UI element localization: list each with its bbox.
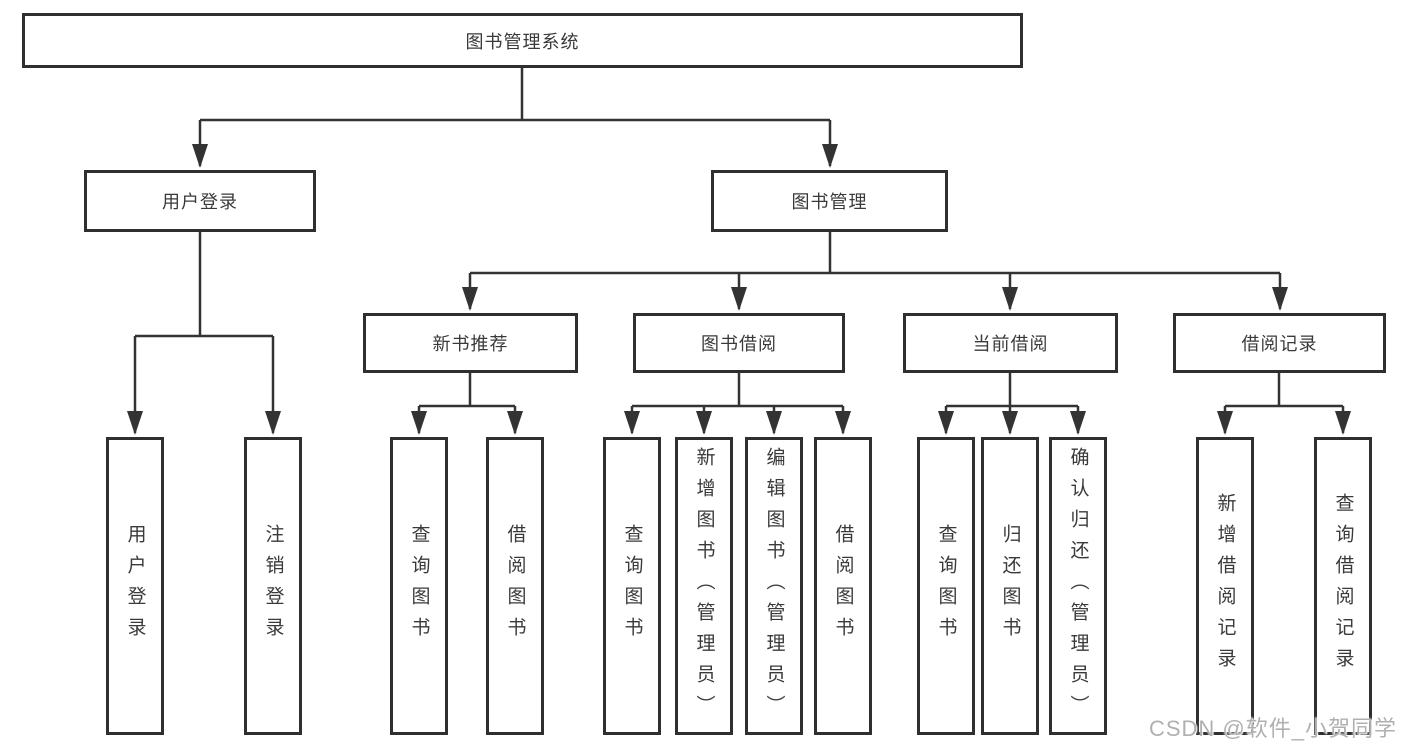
connector-borrow-records-to-leaves [1217, 373, 1351, 435]
node-book-management: 图书管理 [711, 170, 948, 232]
connector-user-login-to-leaves [127, 232, 281, 435]
node-label: 图书管理系统 [465, 31, 580, 52]
leaf-label: 借阅图书 [504, 524, 526, 648]
node-new-book-recommend: 新书推荐 [363, 313, 578, 373]
connector-root-to-level2 [192, 68, 838, 168]
node-current-borrow: 当前借阅 [903, 313, 1118, 373]
leaf-label: 查询图书 [935, 524, 957, 648]
leaf-label: 查询借阅记录 [1332, 493, 1354, 679]
node-label: 图书借阅 [701, 334, 777, 354]
leaf-edit-book-admin: 编辑图书（管理员） [745, 437, 803, 735]
connector-current-borrow-to-leaves [938, 373, 1086, 435]
leaf-label: 新增借阅记录 [1214, 493, 1236, 679]
leaf-query-borrow-record: 查询借阅记录 [1314, 437, 1372, 735]
leaf-borrow-books: 借阅图书 [814, 437, 872, 735]
leaf-user-login: 用户登录 [106, 437, 164, 735]
leaf-logout-login: 注销登录 [244, 437, 302, 735]
leaf-label: 编辑图书（管理员） [763, 446, 785, 726]
node-user-login: 用户登录 [84, 170, 316, 232]
node-label: 新书推荐 [432, 334, 509, 354]
leaf-borrow-books-recommend: 借阅图书 [486, 437, 544, 735]
leaf-query-books-recommend: 查询图书 [390, 437, 448, 735]
leaf-label: 用户登录 [124, 524, 146, 648]
node-label: 借阅记录 [1241, 334, 1318, 354]
connector-book-borrow-to-leaves [624, 373, 851, 435]
connector-book-management-to-level3 [462, 232, 1288, 311]
leaf-label: 注销登录 [262, 524, 284, 648]
leaf-label: 新增图书（管理员） [693, 446, 715, 726]
leaf-return-book: 归还图书 [981, 437, 1039, 735]
leaf-label: 查询图书 [408, 524, 430, 648]
node-label: 用户登录 [162, 192, 238, 212]
node-library-management-system: 图书管理系统 [22, 13, 1023, 68]
leaf-query-books-current: 查询图书 [917, 437, 975, 735]
leaf-add-borrow-record: 新增借阅记录 [1196, 437, 1254, 735]
leaf-add-book-admin: 新增图书（管理员） [675, 437, 733, 735]
node-label: 图书管理 [791, 192, 868, 212]
node-book-borrow: 图书借阅 [633, 313, 845, 373]
leaf-label: 借阅图书 [832, 524, 854, 648]
leaf-query-books-borrow: 查询图书 [603, 437, 661, 735]
node-borrow-records: 借阅记录 [1173, 313, 1386, 373]
leaf-label: 确认归还（管理员） [1067, 446, 1089, 726]
leaf-confirm-return-admin: 确认归还（管理员） [1049, 437, 1107, 735]
connector-new-book-to-leaves [411, 373, 523, 435]
leaf-label: 查询图书 [621, 524, 643, 648]
leaf-label: 归还图书 [999, 524, 1021, 648]
node-label: 当前借阅 [972, 334, 1049, 354]
